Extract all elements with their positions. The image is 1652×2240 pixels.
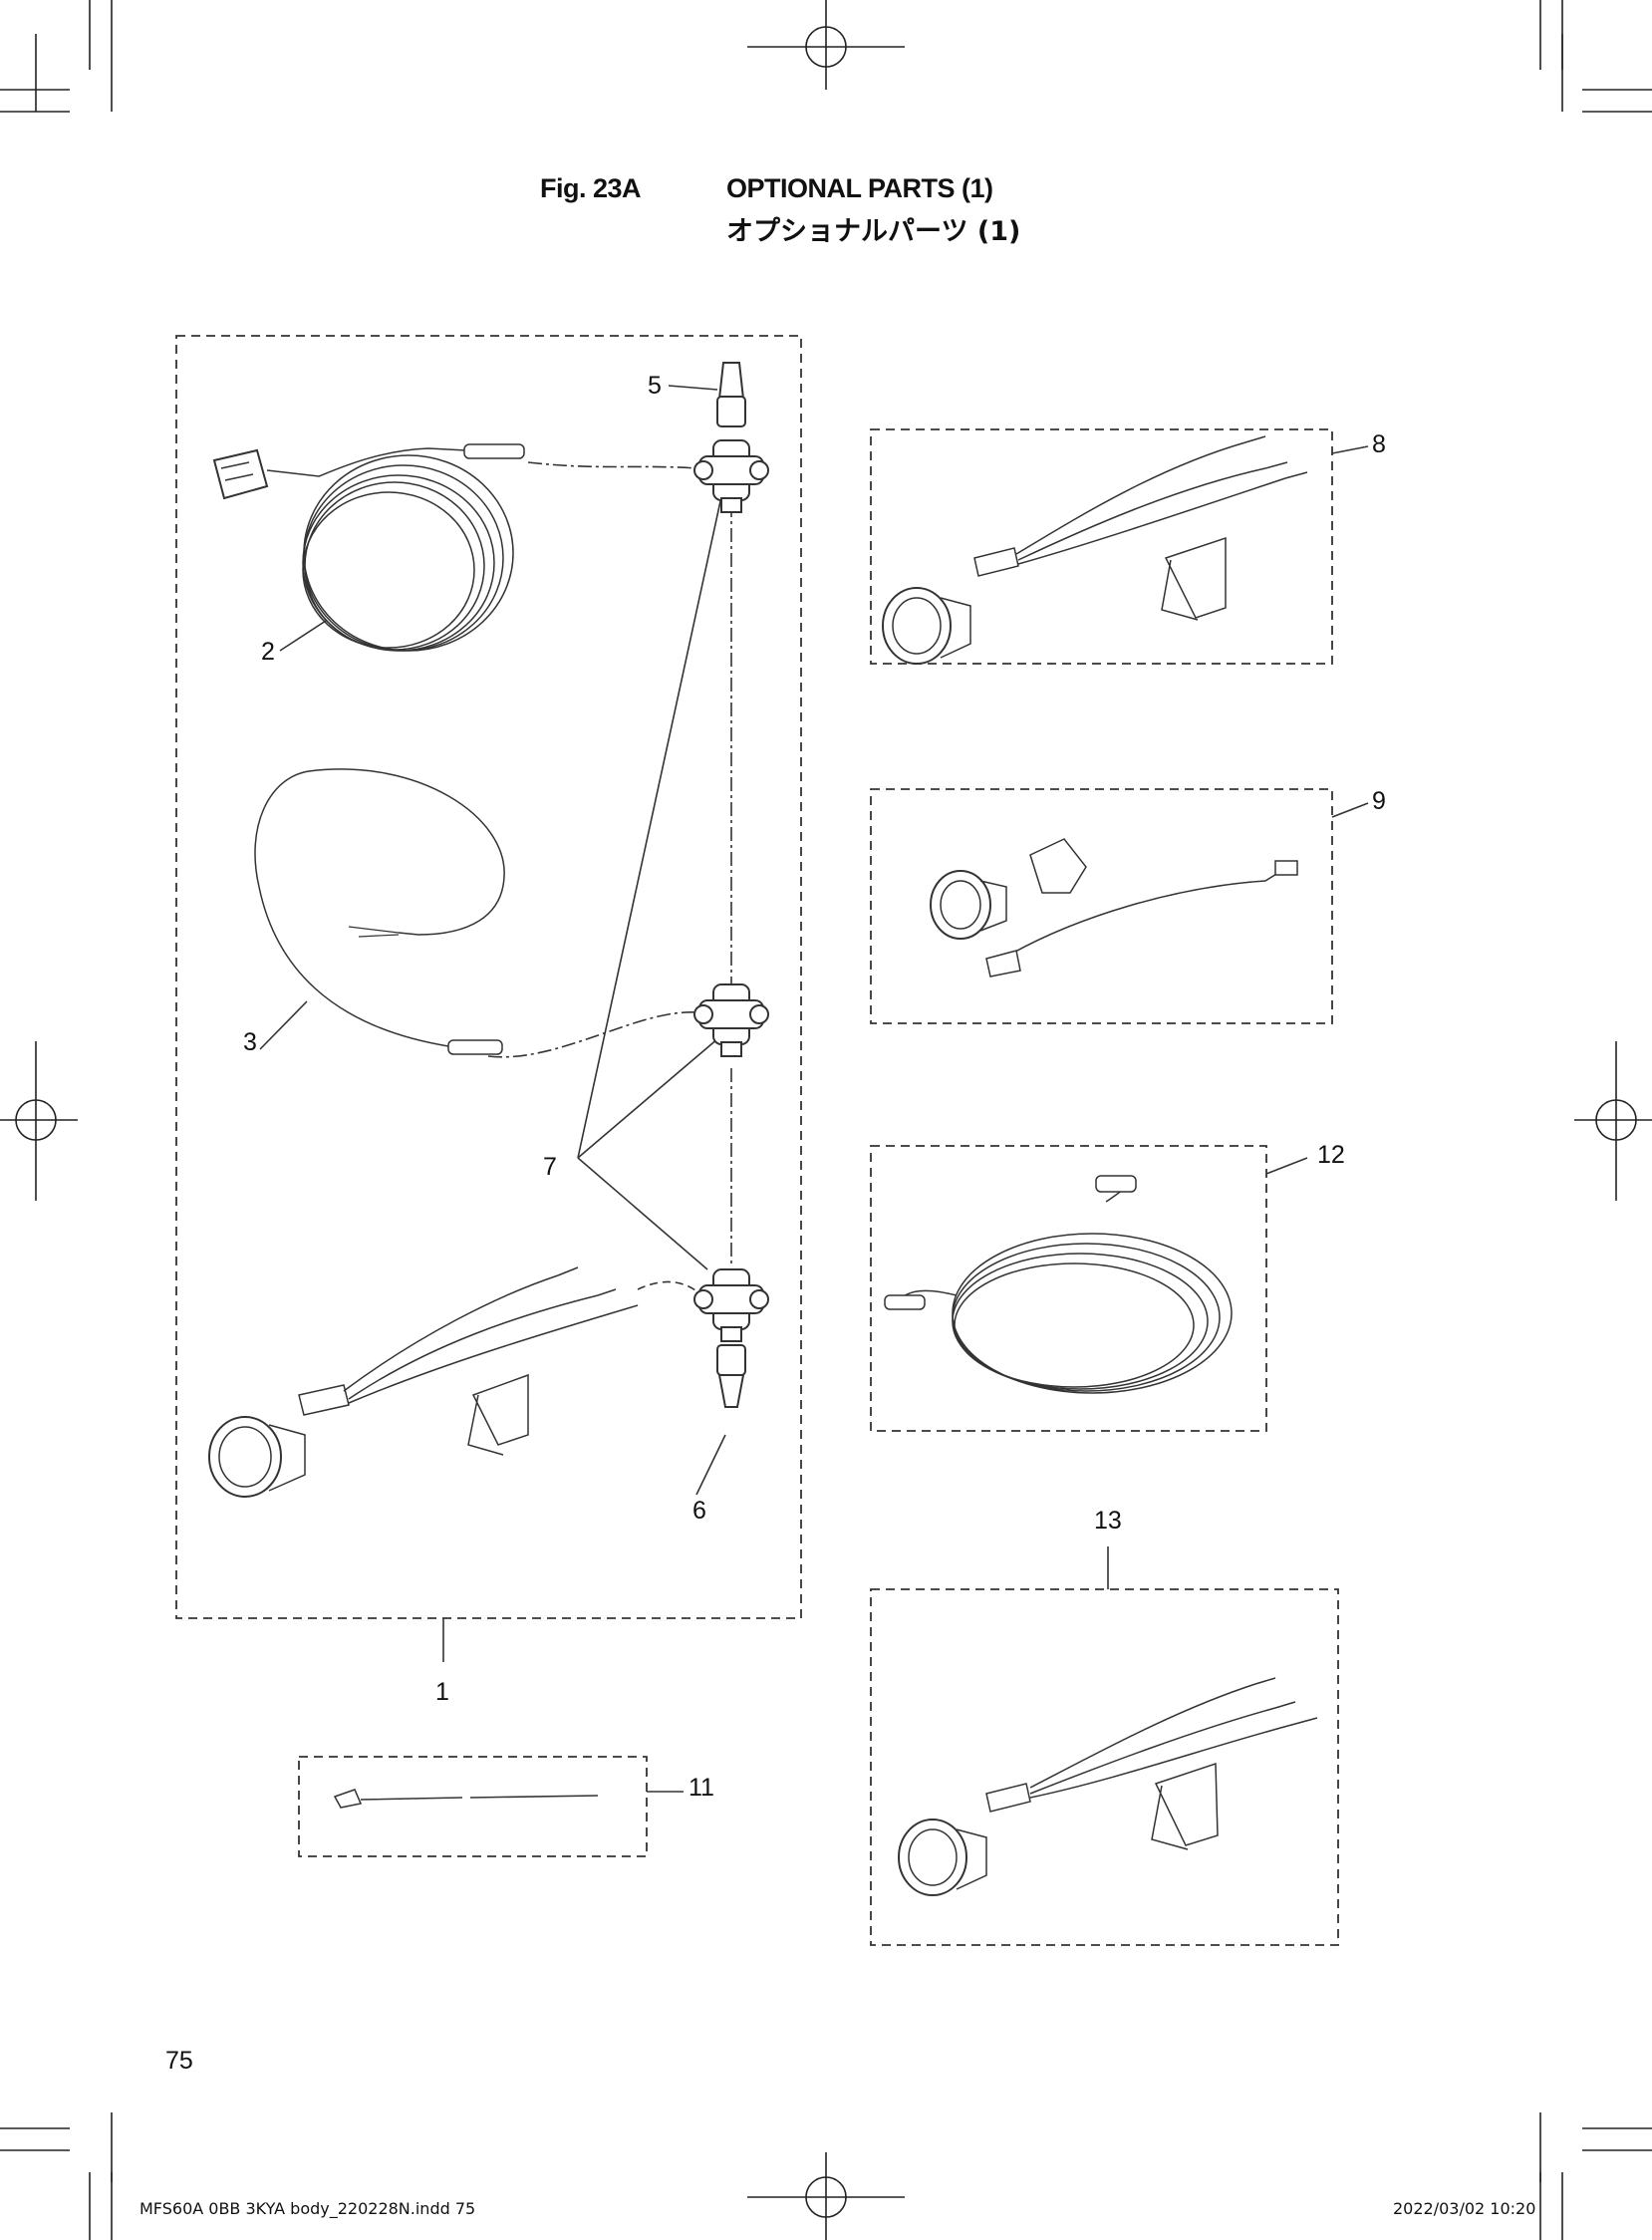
part-13-gauge-harness: [898, 1677, 1318, 1896]
part-3-loop-cable: [254, 768, 505, 1055]
group-box-12: [870, 1145, 1267, 1432]
group-box-9: [870, 788, 1333, 1024]
group-box-8: [870, 428, 1333, 665]
part-9-gauge-harness: [930, 838, 1298, 978]
callout-6: 6: [692, 1497, 706, 1525]
callout-5: 5: [648, 372, 662, 400]
callout-8: 8: [1372, 430, 1386, 458]
callout-13: 13: [1094, 1507, 1122, 1535]
part-6-terminator: [716, 1344, 746, 1408]
t-connector-top: [693, 439, 769, 513]
t-connector-middle: [693, 983, 769, 1057]
part-7-t-connectors: [693, 439, 769, 1342]
callout-7: 7: [543, 1153, 557, 1181]
figure-number: Fig. 23A: [540, 173, 642, 203]
figure-title: OPTIONAL PARTS (1): [726, 173, 993, 203]
callout-2: 2: [261, 638, 275, 666]
part-2-coiled-cable: [212, 443, 525, 652]
callout-1: 1: [435, 1678, 449, 1706]
callout-9: 9: [1372, 787, 1386, 815]
part-11-cable-tie: [333, 1789, 599, 1809]
part-8-gauge-harness: [882, 435, 1308, 665]
group-box-1: [175, 335, 802, 1619]
part-5-terminator: [716, 362, 746, 427]
leader-lines: [259, 385, 1369, 1793]
figure-title-japanese: オプショナルパーツ (1): [726, 216, 1021, 247]
callout-12: 12: [1317, 1141, 1345, 1169]
group-boxes: [175, 335, 1339, 1946]
page-number: 75: [165, 2047, 193, 2075]
footer-timestamp: 2022/03/02 10:20: [1393, 2199, 1536, 2218]
part-12-coiled-cable: [884, 1175, 1233, 1394]
part-gauge-harness-lower: [208, 1266, 639, 1498]
footer-file-name: MFS60A 0BB 3KYA body_220228N.indd 75: [139, 2199, 476, 2218]
group-box-11: [298, 1756, 648, 1857]
callout-3: 3: [243, 1028, 257, 1056]
callout-11: 11: [688, 1774, 714, 1802]
t-connector-bottom: [693, 1268, 769, 1342]
group-box-13: [870, 1588, 1339, 1946]
